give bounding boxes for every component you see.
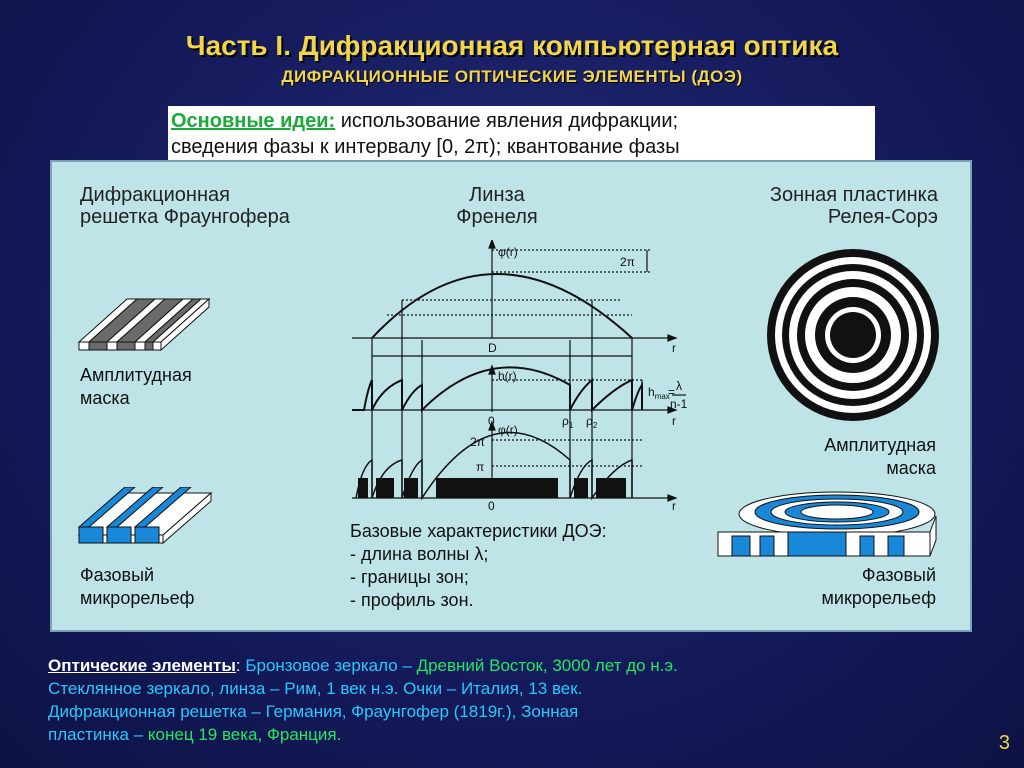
grating-title-line2: решетка Фраунгофера <box>80 206 290 228</box>
diagram-panel: Дифракционная решетка Фраунгофера Линза … <box>50 160 972 632</box>
rho1-label: ρ1 <box>562 414 574 430</box>
left-phase-label: Фазовый микрорельеф <box>80 564 194 610</box>
history-text: Оптические элементы: Бронзовое зеркало –… <box>48 654 978 746</box>
history-part6: конец 19 века, Франция. <box>147 725 342 744</box>
two-pi-label-1: 2π <box>620 255 635 269</box>
main-ideas-line1: использование явления дифракции; <box>335 110 679 132</box>
phase-zone-plate-illustration <box>717 491 937 557</box>
zoneplate-title: Зонная пластинка Релея-Сорэ <box>692 184 938 228</box>
r-label-2: r <box>672 414 676 428</box>
phase-grating-illustration <box>77 487 213 545</box>
history-part2: Древний Восток, 3000 лет до н.э. <box>416 656 678 675</box>
left-phase-line1: Фазовый <box>80 565 155 585</box>
zoneplate-title-line2: Релея-Сорэ <box>827 206 938 228</box>
left-amplitude-label: Амплитудная маска <box>80 364 192 410</box>
r-label-3: r <box>672 499 676 510</box>
base-item-wavelength: - длина волны λ; <box>350 544 489 564</box>
left-amplitude-line1: Амплитудная <box>80 365 192 385</box>
page-number: 3 <box>998 732 1010 754</box>
zone-plate-illustration <box>767 249 939 421</box>
zoneplate-title-line1: Зонная пластинка <box>769 184 938 206</box>
history-part5: пластинка – <box>48 725 148 744</box>
history-part1: Бронзовое зеркало – <box>240 656 417 675</box>
amplitude-grating-illustration <box>77 297 211 352</box>
right-phase-line1: Фазовый <box>861 565 936 585</box>
main-ideas-line2: сведения фазы к интервалу [0, 2π); квант… <box>171 136 680 158</box>
history-part4: Дифракционная решетка – Германия, Фраунг… <box>48 702 579 721</box>
main-ideas-box: Основные идеи: использование явления диф… <box>168 106 875 163</box>
r-label-1: r <box>672 341 676 355</box>
fresnel-lens-graphs: φ(r) 2π D r h(r) hmax = λ n-1 0 r ρ1 ρ2 … <box>352 240 687 510</box>
hmax-label: hmax <box>648 385 670 401</box>
left-phase-line2: микрорельеф <box>80 588 195 608</box>
grating-title-line1: Дифракционная <box>80 184 230 206</box>
lambda-label: λ <box>676 379 682 393</box>
fresnel-title: Линза Френеля <box>412 184 582 228</box>
base-item-profile: - профиль зон. <box>350 590 474 610</box>
zero-label-1: 0 <box>488 414 495 428</box>
history-colon: : <box>235 656 241 675</box>
zero-label-2: 0 <box>488 499 495 510</box>
right-amplitude-line2: маска <box>886 458 936 478</box>
quantized-levels <box>358 478 626 498</box>
left-amplitude-line2: маска <box>80 388 130 408</box>
slide-subtitle: ДИФРАКЦИОННЫЕ ОПТИЧЕСКИЕ ЭЛЕМЕНТЫ (ДОЭ) <box>281 67 743 86</box>
right-amplitude-line1: Амплитудная <box>824 435 936 455</box>
fresnel-title-line2: Френеля <box>456 206 538 228</box>
right-amplitude-label: Амплитудная маска <box>752 434 936 480</box>
pi-label: π <box>476 460 484 474</box>
base-item-zones: - границы зон; <box>350 567 469 587</box>
n-minus-1-label: n-1 <box>670 397 687 411</box>
phi-label-1: φ(r) <box>498 245 518 259</box>
main-ideas-label: Основные идеи: <box>171 110 336 132</box>
right-phase-line2: микрорельеф <box>821 588 936 608</box>
right-phase-label: Фазовый микрорельеф <box>752 564 936 610</box>
grating-title: Дифракционная решетка Фраунгофера <box>80 184 290 228</box>
history-key: Оптические элементы <box>48 656 236 675</box>
slide-title: Часть I. Дифракционная компьютерная опти… <box>185 30 839 61</box>
phi-label-2: φ(r) <box>498 423 518 437</box>
equals-label: = <box>668 385 675 399</box>
history-part3: Стеклянное зеркало, линза – Рим, 1 век н… <box>48 679 583 698</box>
rho2-label: ρ2 <box>586 414 598 430</box>
D-label: D <box>488 341 497 355</box>
fresnel-title-line1: Линза <box>469 184 525 206</box>
base-title: Базовые характеристики ДОЭ: <box>350 521 607 541</box>
base-characteristics: Базовые характеристики ДОЭ: - длина волн… <box>350 520 607 612</box>
h-label: h(r) <box>498 369 517 383</box>
two-pi-label-2: 2π <box>470 435 485 449</box>
